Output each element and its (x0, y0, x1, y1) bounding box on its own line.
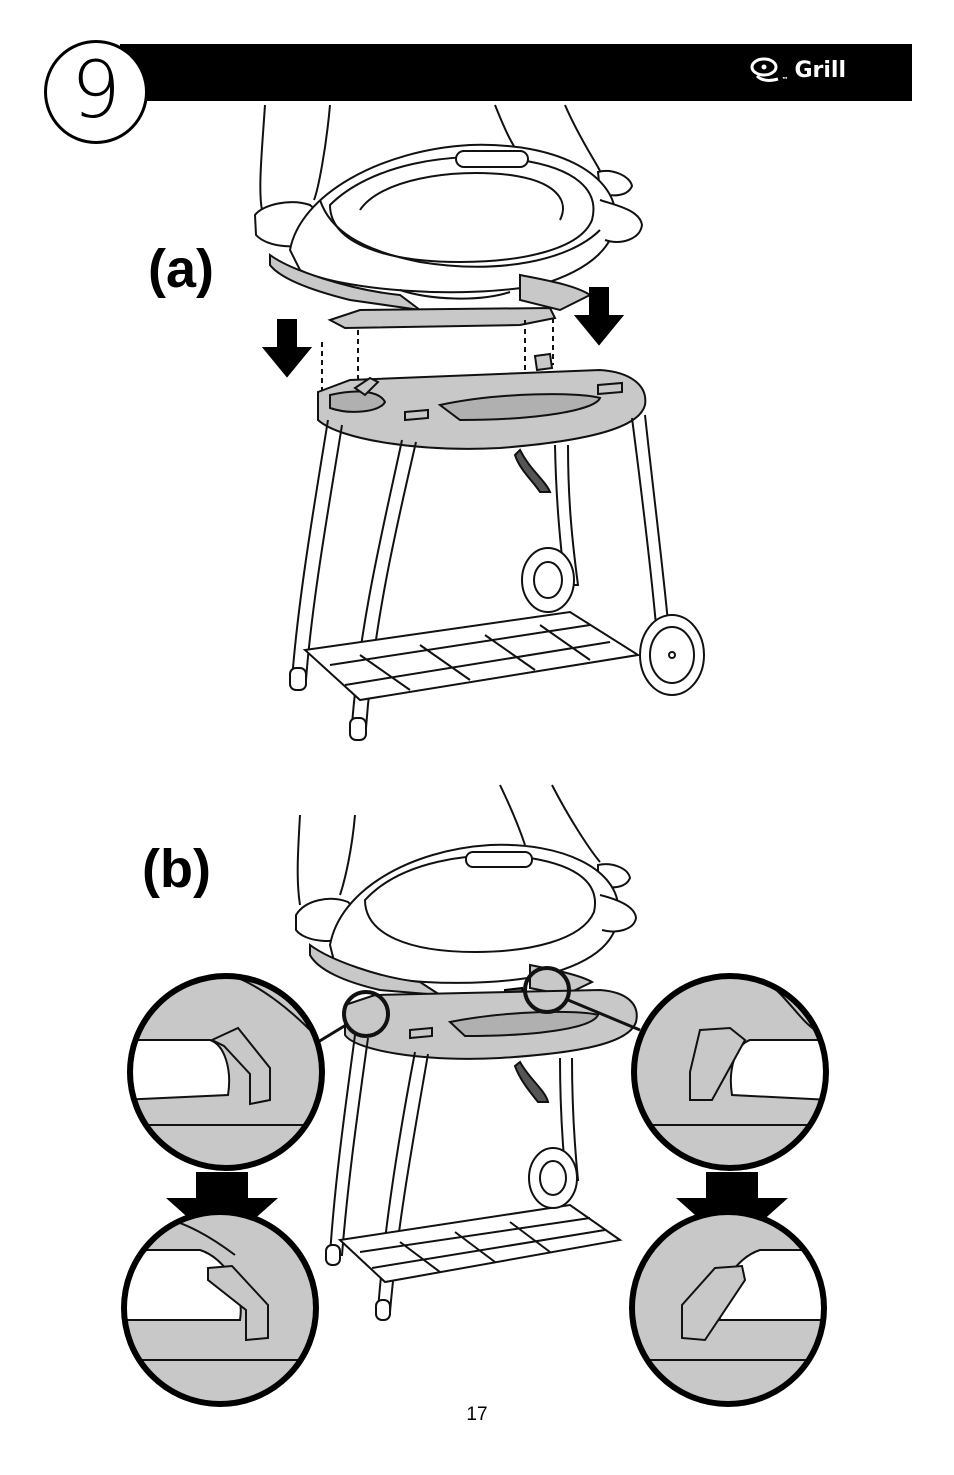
detail-after-left (115, 1200, 335, 1420)
wheel-icon (529, 1148, 577, 1208)
grill-body (270, 145, 642, 328)
page-number: 17 (0, 1404, 954, 1426)
panel-a-illustration (255, 105, 704, 740)
panel-b-illustration (296, 785, 640, 1320)
cart-top (318, 354, 645, 492)
detail-before-left (120, 965, 340, 1185)
down-arrow-icon (264, 320, 310, 376)
detail-after-right (628, 1200, 848, 1420)
cart-shelf (340, 1205, 620, 1282)
cart-shelf (305, 612, 638, 700)
grill-body (310, 845, 636, 995)
cart-legs (290, 415, 668, 740)
detail-before-right (630, 965, 850, 1185)
